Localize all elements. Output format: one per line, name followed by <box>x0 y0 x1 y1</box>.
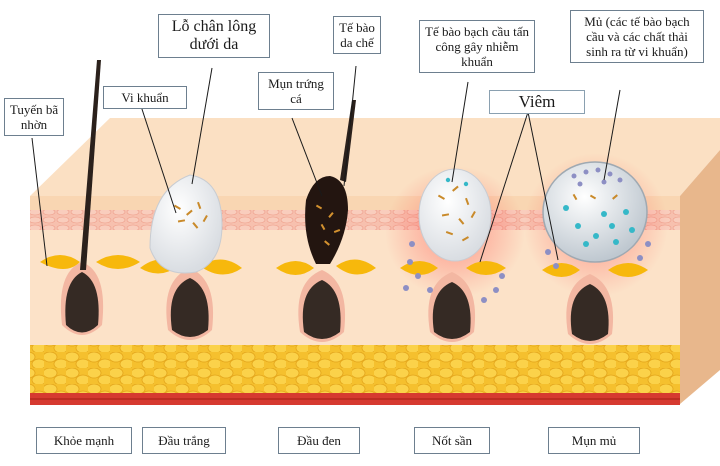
leader-lines <box>31 65 621 267</box>
label-comedone: Mụn trứng cá <box>258 72 334 110</box>
label-pore: Lỗ chân lông dưới da <box>158 14 270 58</box>
label-bacteria: Vi khuẩn <box>103 86 187 109</box>
stage-label-papule: Nốt sần <box>414 427 490 454</box>
fat-layer <box>30 345 680 393</box>
stage-label-whitehead: Đầu trắng <box>142 427 226 454</box>
stage-label-pustule: Mụn mủ <box>548 427 640 454</box>
label-sebaceous-gland: Tuyến bã nhờn <box>4 98 64 136</box>
stage-label-healthy: Khỏe mạnh <box>36 427 132 454</box>
stage-whitehead <box>140 174 242 340</box>
stage-healthy <box>40 60 140 335</box>
label-dead-cells: Tế bào da chế <box>333 16 381 54</box>
stage-pustule <box>524 153 668 344</box>
label-inflammation: Viêm <box>489 90 585 114</box>
stage-label-blackhead: Đầu đen <box>278 427 360 454</box>
skin-side <box>680 150 720 404</box>
label-pus: Mủ (các tế bào bạch cầu và các chất thải… <box>570 10 704 63</box>
label-white-cells: Tế bào bạch cầu tấn công gây nhiễm khuẩn <box>419 20 535 73</box>
stage-papule <box>385 166 525 342</box>
